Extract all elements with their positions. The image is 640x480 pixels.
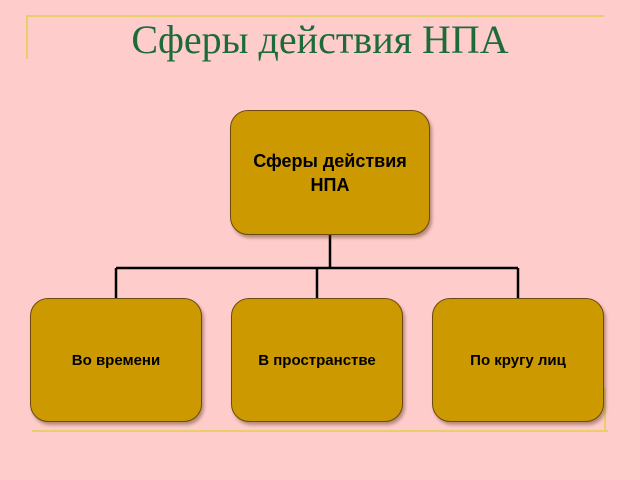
child-node-space-label: В пространстве (258, 351, 376, 369)
decor-line-right (604, 388, 606, 432)
decor-line-left (26, 15, 28, 59)
slide-title: Сферы действия НПА (131, 17, 509, 62)
child-node-space: В пространстве (231, 298, 403, 422)
child-node-time: Во времени (30, 298, 202, 422)
child-node-persons-label: По кругу лиц (470, 351, 566, 369)
decor-line-bottom (32, 430, 608, 432)
child-node-persons: По кругу лиц (432, 298, 604, 422)
root-node-label: Сферы действия НПА (253, 150, 407, 195)
decor-line-top (26, 15, 604, 17)
child-node-time-label: Во времени (71, 351, 161, 369)
root-node: Сферы действия НПА (230, 110, 430, 235)
